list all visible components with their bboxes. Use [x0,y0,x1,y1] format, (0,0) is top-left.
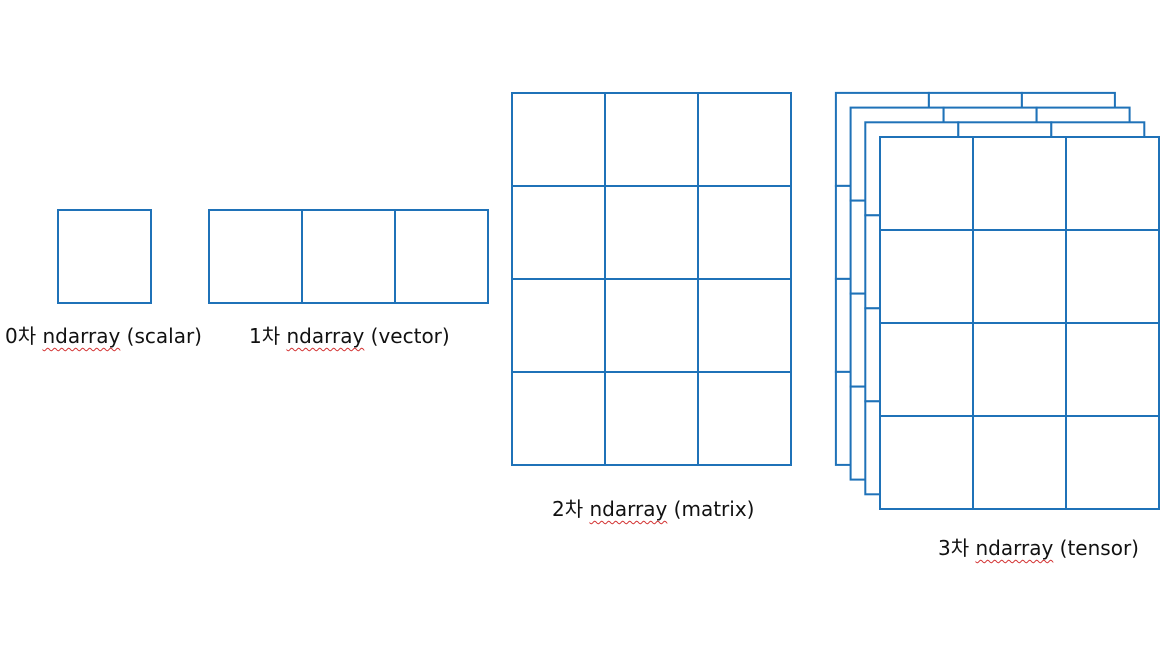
vector-label: 1차 ndarray (vector) [249,324,450,348]
vector-cell-l0-r0-c2 [394,209,489,304]
tensor-label-prefix: 3차 [938,536,970,560]
scalar-label: 0차 ndarray (scalar) [5,324,202,348]
tensor-cell-l0-r3-c0 [879,415,974,510]
tensor-label-word: ndarray [975,536,1054,560]
scalar-label-word: ndarray [42,324,121,348]
tensor-cell-l0-r0-c1 [972,136,1067,231]
matrix-cell-l0-r2-c0 [511,278,606,373]
vector-label-prefix: 1차 [249,324,281,348]
vector-cell-l0-r0-c0 [208,209,303,304]
matrix-cell-l0-r3-c1 [604,371,699,466]
tensor-cell-l0-r0-c2 [1065,136,1160,231]
matrix-cell-l0-r0-c2 [697,92,792,187]
matrix-cell-l0-r2-c2 [697,278,792,373]
scalar-label-prefix: 0차 [5,324,37,348]
matrix-cell-l0-r3-c0 [511,371,606,466]
tensor-cell-l0-r2-c1 [972,322,1067,417]
vector-cell-l0-r0-c1 [301,209,396,304]
matrix-cell-l0-r1-c0 [511,185,606,280]
vector-grid [208,209,489,304]
matrix-cell-l0-r0-c0 [511,92,606,187]
matrix-cell-l0-r0-c1 [604,92,699,187]
tensor-label: 3차 ndarray (tensor) [938,536,1139,560]
tensor-cell-l0-r3-c1 [972,415,1067,510]
scalar-cell-l0-r0-c0 [57,209,152,304]
tensor-cell-l0-r2-c0 [879,322,974,417]
tensor-cell-l0-r0-c0 [879,136,974,231]
matrix-cell-l0-r1-c1 [604,185,699,280]
matrix-label-prefix: 2차 [552,497,584,521]
tensor-cell-l0-r2-c2 [1065,322,1160,417]
matrix-label-word: ndarray [589,497,668,521]
tensor-grid [834,91,1160,510]
matrix-label: 2차 ndarray (matrix) [552,497,754,521]
tensor-cell-l0-r1-c1 [972,229,1067,324]
matrix-cell-l0-r3-c2 [697,371,792,466]
matrix-grid [511,92,792,466]
tensor-cell-l0-r1-c0 [879,229,974,324]
matrix-label-suffix: (matrix) [673,497,755,521]
tensor-cell-l0-r1-c2 [1065,229,1160,324]
tensor-label-suffix: (tensor) [1059,536,1139,560]
vector-label-suffix: (vector) [370,324,450,348]
matrix-cell-l0-r1-c2 [697,185,792,280]
tensor-cell-l0-r3-c2 [1065,415,1160,510]
scalar-grid [57,209,152,304]
matrix-cell-l0-r2-c1 [604,278,699,373]
scalar-label-suffix: (scalar) [126,324,202,348]
vector-label-word: ndarray [286,324,365,348]
